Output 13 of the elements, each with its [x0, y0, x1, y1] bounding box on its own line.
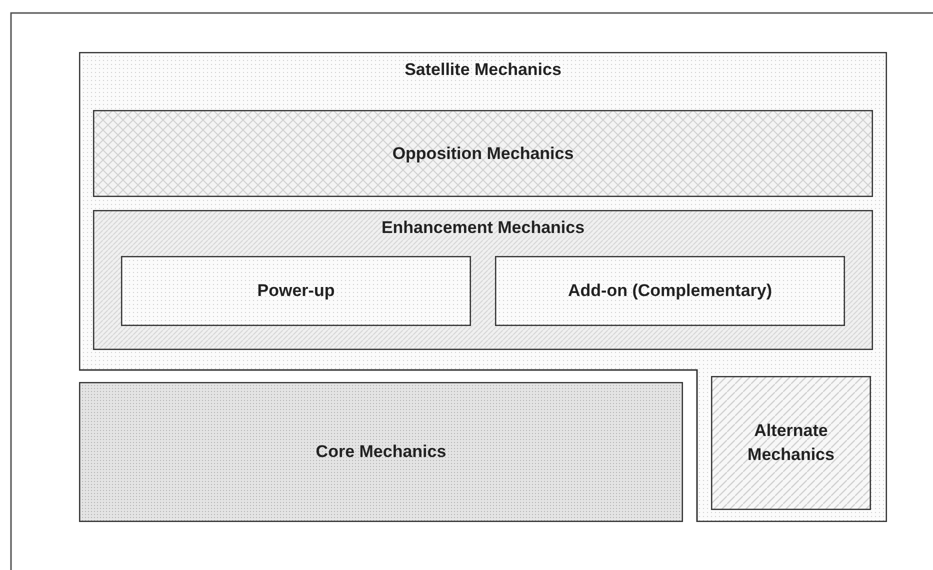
box-title: Power-up	[256, 280, 336, 302]
box-title: Add-on (Complementary)	[567, 280, 773, 302]
pattern-box	[711, 376, 871, 510]
pattern-box	[93, 110, 873, 197]
box-title: Enhancement Mechanics	[380, 217, 586, 239]
pattern-box	[495, 256, 845, 326]
pattern-box	[121, 256, 471, 326]
box-title: Core Mechanics	[314, 441, 448, 463]
box-title: Opposition Mechanics	[391, 142, 575, 164]
box-title: Satellite Mechanics	[404, 59, 562, 81]
pattern-box	[79, 382, 683, 522]
box-title: Alternate Mechanics	[746, 420, 836, 466]
pattern-box	[93, 210, 873, 350]
